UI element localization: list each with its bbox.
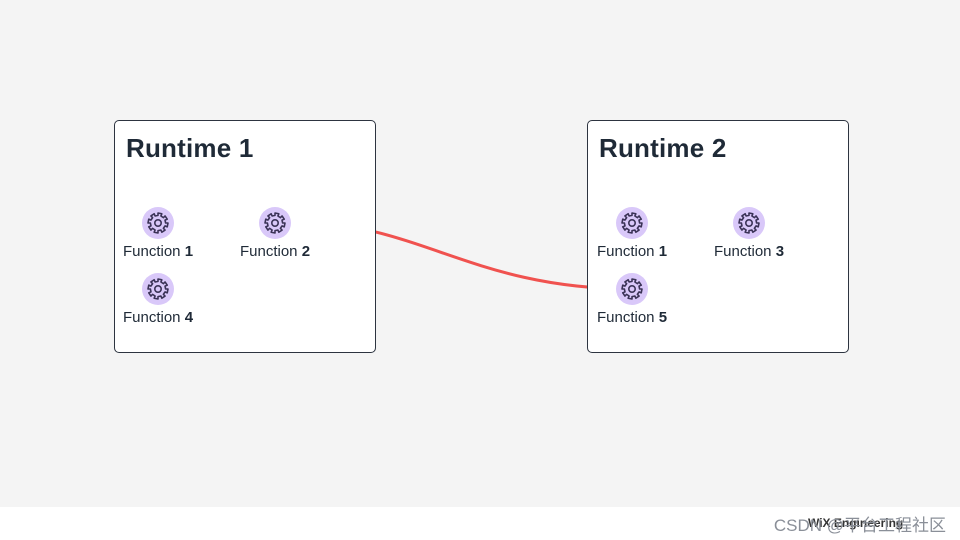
function-node-3[interactable]: Function 3: [704, 207, 794, 260]
function-label: Function 5: [596, 309, 668, 326]
function-label: Function 4: [122, 309, 194, 326]
function-label: Function 1: [596, 243, 668, 260]
runtime-1-box: Runtime 1 Function 1 Function 2 Function…: [114, 120, 376, 353]
gear-icon: [616, 273, 648, 305]
function-node-4[interactable]: Function 4: [113, 273, 203, 326]
wix-engineering-logo: WiX Engineering: [808, 516, 904, 530]
watermark-text: CSDN @平台工程社区: [773, 516, 946, 535]
runtime-title: Runtime 2: [599, 133, 727, 163]
gear-icon: [142, 273, 174, 305]
gear-icon: [259, 207, 291, 239]
diagram-canvas: Runtime 1 Function 1 Function 2 Function…: [0, 0, 960, 507]
gear-icon: [616, 207, 648, 239]
runtime-title: Runtime 1: [126, 133, 254, 163]
function-node-2[interactable]: Function 2: [230, 207, 320, 260]
footer-strip: WiX Engineering CSDN @平台工程社区: [0, 507, 960, 540]
function-label: Function 2: [239, 243, 311, 260]
runtime-2-box: Runtime 2 Function 1 Function 3 Function…: [587, 120, 849, 353]
function-node-5[interactable]: Function 5: [587, 273, 677, 326]
function-node-1[interactable]: Function 1: [587, 207, 677, 260]
gear-icon: [733, 207, 765, 239]
function-label: Function 1: [122, 243, 194, 260]
function-node-1[interactable]: Function 1: [113, 207, 203, 260]
gear-icon: [142, 207, 174, 239]
function-label: Function 3: [713, 243, 785, 260]
